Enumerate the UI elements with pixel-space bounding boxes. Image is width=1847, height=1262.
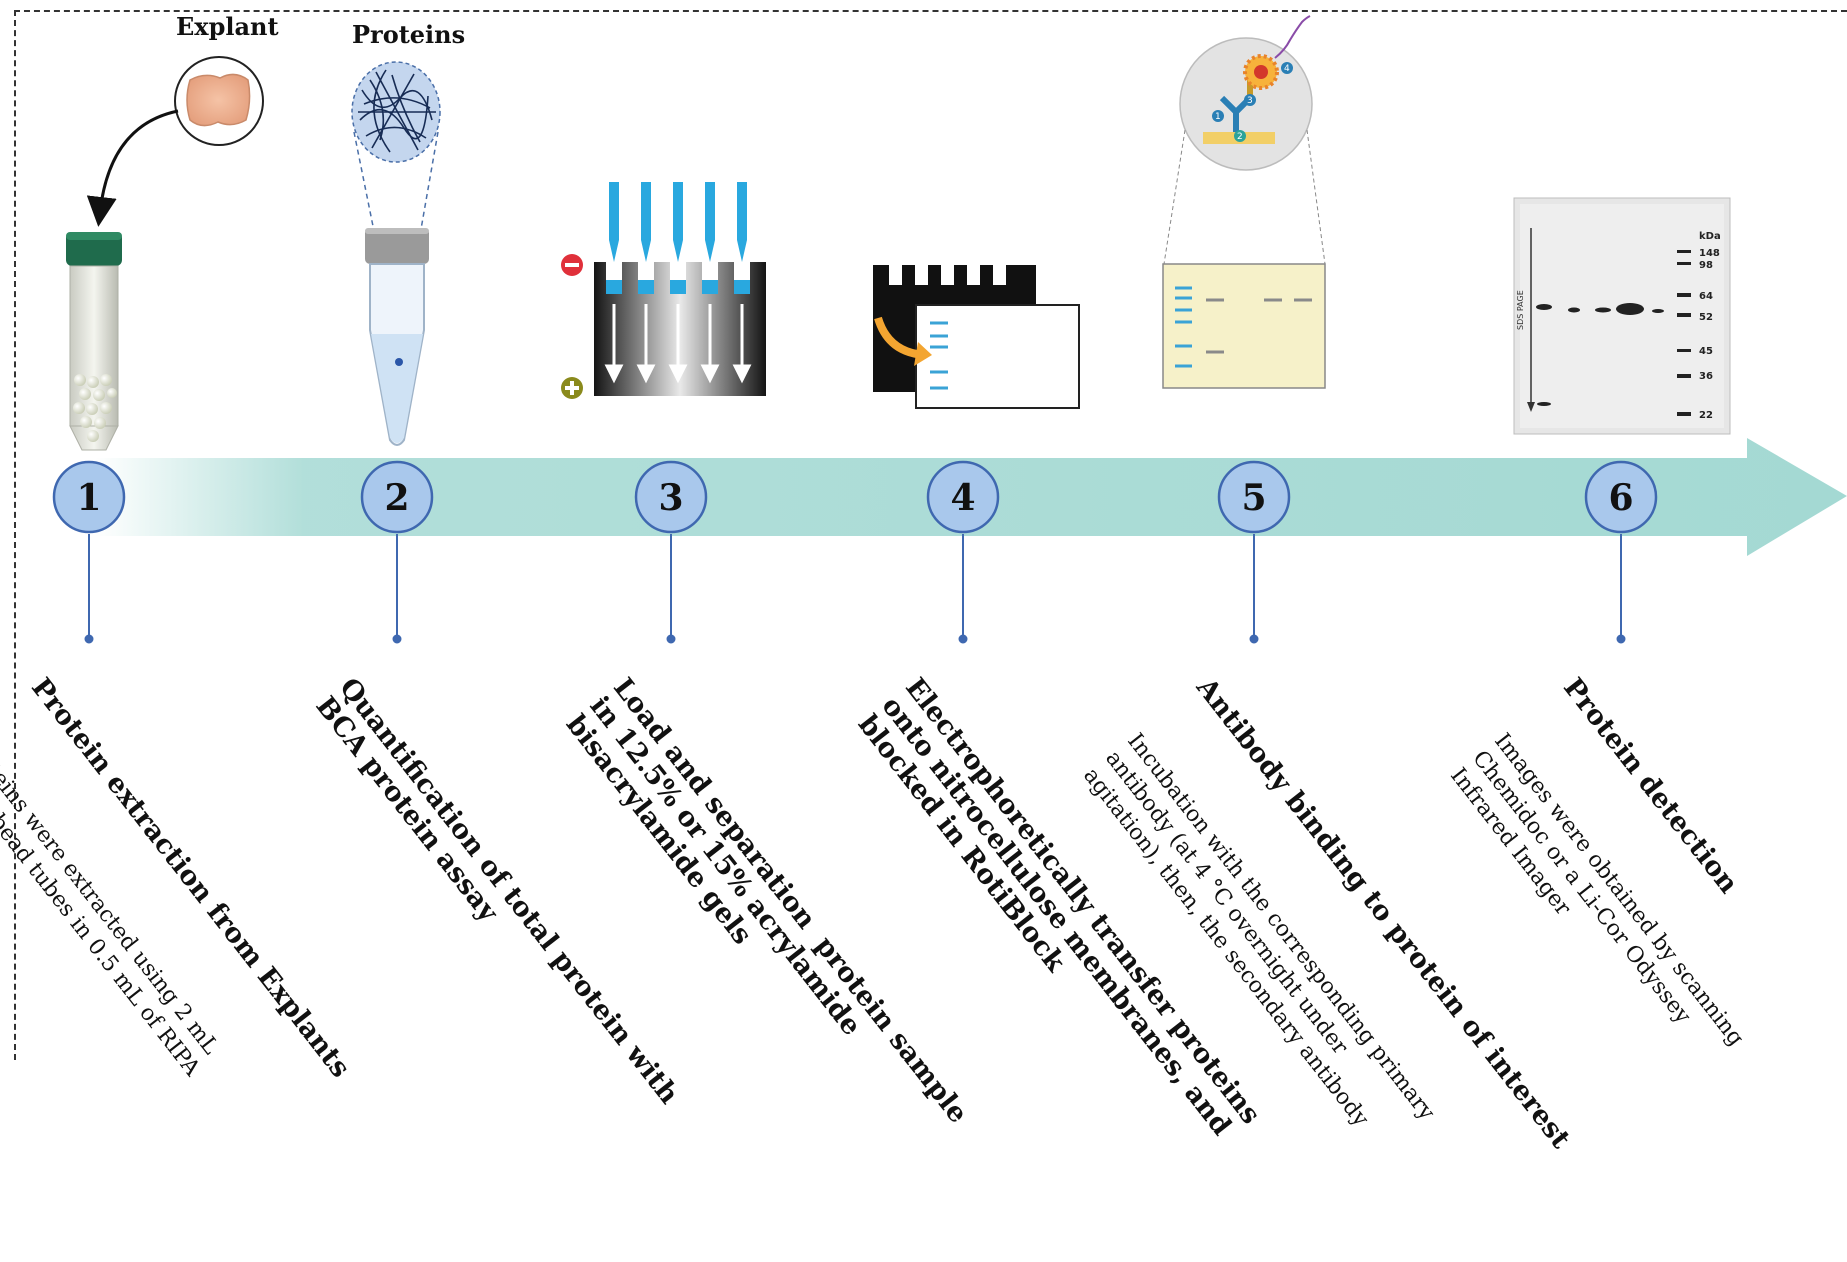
step-marker-5: 5 bbox=[1217, 460, 1291, 644]
blot-image-illustration: kDa 148 98 64 52 45 36 22 SDS PAGE bbox=[1513, 197, 1731, 435]
dashed-frame bbox=[14, 10, 1847, 1060]
blot-unit-label: kDa bbox=[1699, 231, 1721, 242]
blot-marker-148: 148 bbox=[1699, 248, 1720, 259]
blot-axis-label: SDS PAGE bbox=[1516, 290, 1525, 330]
step-marker-1: 1 bbox=[52, 460, 126, 644]
step-number-1: 1 bbox=[76, 477, 101, 519]
step-marker-2: 2 bbox=[360, 460, 434, 644]
step-number-6: 6 bbox=[1608, 477, 1633, 519]
blot-marker-98: 98 bbox=[1699, 260, 1713, 271]
antibody-binding-illustration: 1 2 3 4 bbox=[1162, 15, 1326, 389]
antibody-label-4: 4 bbox=[1284, 64, 1290, 74]
workflow-diagram: 1 2 3 4 bbox=[52, 15, 1847, 644]
proteins-illustration bbox=[351, 61, 441, 356]
gel-loading-illustration bbox=[561, 182, 766, 399]
explant-illustration bbox=[86, 56, 264, 227]
membrane-transfer-illustration bbox=[873, 265, 1080, 409]
step-number-5: 5 bbox=[1241, 477, 1266, 519]
blot-marker-52: 52 bbox=[1699, 312, 1713, 323]
step-marker-6: 6 bbox=[1584, 460, 1658, 644]
antibody-label-3: 3 bbox=[1247, 96, 1253, 106]
step-markers: 1 2 3 4 5 6 bbox=[52, 460, 1658, 644]
step-marker-4: 4 bbox=[926, 460, 1000, 644]
bead-tube-illustration bbox=[66, 232, 122, 451]
antibody-label-1: 1 bbox=[1215, 112, 1221, 122]
step-number-4: 4 bbox=[950, 477, 975, 519]
step-number-2: 2 bbox=[384, 477, 409, 519]
antibody-label-2: 2 bbox=[1237, 132, 1243, 142]
blot-marker-22: 22 bbox=[1699, 410, 1713, 421]
proteins-label: Proteins bbox=[352, 20, 466, 49]
blot-marker-45: 45 bbox=[1699, 346, 1713, 357]
blot-marker-36: 36 bbox=[1699, 371, 1713, 382]
blot-marker-64: 64 bbox=[1699, 291, 1713, 302]
falcon-tube-illustration bbox=[365, 228, 429, 446]
step-marker-3: 3 bbox=[634, 460, 708, 644]
explant-label: Explant bbox=[176, 12, 279, 41]
step-number-3: 3 bbox=[658, 477, 683, 519]
